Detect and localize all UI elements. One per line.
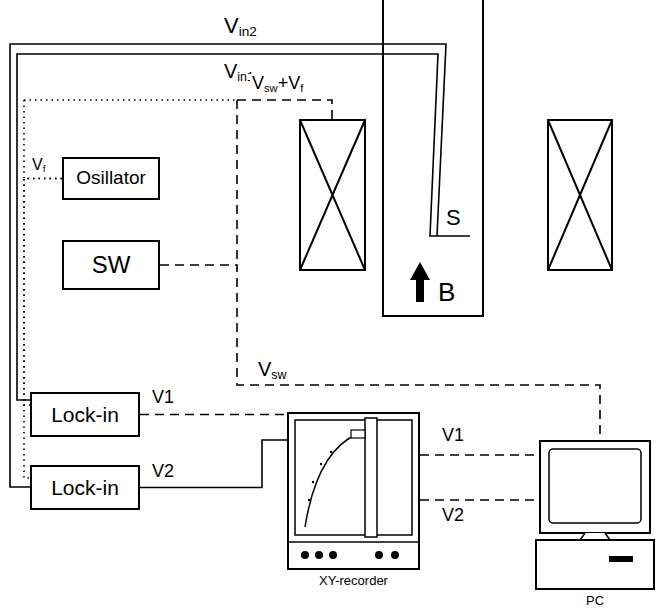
box-label: Osillator <box>76 168 146 189</box>
xy-recorder-drawing <box>287 412 420 570</box>
signal-name: V1 <box>440 426 466 446</box>
signal-connector <box>24 179 62 406</box>
sample-label: S <box>444 206 463 230</box>
oscillator-box: Osillator <box>62 157 160 200</box>
signal-name: V2 <box>440 506 466 526</box>
device-label: XY-recorder <box>317 574 390 588</box>
xy-recorder: XY-recorder <box>287 412 420 570</box>
signal-connector <box>420 454 535 456</box>
switch-box: SW <box>62 240 160 290</box>
box-label: Lock-in <box>51 403 119 426</box>
signal-name: Vf <box>30 156 47 174</box>
signal-name: Vsw <box>256 358 289 380</box>
signal-name: Vin2 <box>222 14 259 38</box>
field-label: B <box>436 278 457 307</box>
magnet-coil <box>300 120 612 270</box>
reference-line <box>23 100 25 178</box>
lock-in-box: Lock-in <box>30 465 140 510</box>
signal-wire <box>17 54 470 400</box>
pc-drawing <box>535 440 655 590</box>
box-label: SW <box>92 252 131 278</box>
signal-connector <box>420 499 535 501</box>
pc: PC <box>535 440 655 590</box>
signal-name: Vsw+Vf <box>250 74 305 94</box>
signal-connector <box>140 414 287 416</box>
lock-in-box: Lock-in <box>30 392 140 437</box>
signal-name: V2 <box>150 462 176 482</box>
device-label: PC <box>584 594 606 608</box>
signal-name: V1 <box>150 388 176 408</box>
coil-drive-line <box>237 100 332 120</box>
reference-line <box>24 99 237 101</box>
field-arrow <box>410 262 430 302</box>
signal-connector <box>140 440 287 488</box>
box-label: Lock-in <box>51 476 119 499</box>
coil-drive-line <box>236 100 238 265</box>
